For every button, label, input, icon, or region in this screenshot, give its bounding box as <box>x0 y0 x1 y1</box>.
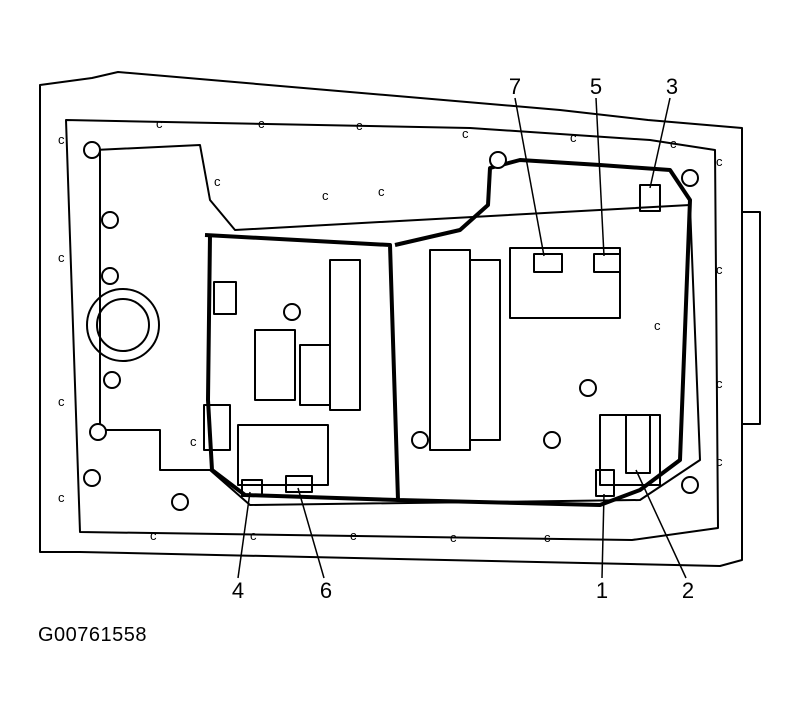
casting-mark: c <box>716 454 723 469</box>
bolt <box>579 379 597 397</box>
casting-mark: c <box>214 174 221 189</box>
wiring-harness-left <box>206 234 399 502</box>
accumulator-bore <box>86 288 160 362</box>
casting-mark: c <box>156 116 163 131</box>
casting-mark: c <box>58 490 65 505</box>
casting-mark: c <box>716 262 723 277</box>
bolt <box>411 431 429 449</box>
casting-mark: c <box>350 528 357 543</box>
valve-bore-e <box>299 344 331 406</box>
solenoid-block-left <box>237 424 329 486</box>
bolt <box>283 303 301 321</box>
callout-7: 7 <box>509 74 521 99</box>
valve-bore-a <box>329 259 361 411</box>
valve-bore-b <box>429 249 471 451</box>
casting-mark: c <box>322 188 329 203</box>
bolt <box>489 151 507 169</box>
casting-mark: c <box>570 130 577 145</box>
leader-line-3 <box>649 97 671 189</box>
casting-mark: c <box>378 184 385 199</box>
casting-mark: c <box>450 530 457 545</box>
bolt <box>89 423 107 441</box>
leader-line-7 <box>514 97 545 257</box>
harness-clip-upper <box>213 281 237 315</box>
casting-mark: c <box>58 132 65 147</box>
casting-mark: c <box>150 528 157 543</box>
callout-3: 3 <box>666 74 678 99</box>
case-inner-flange <box>65 119 719 541</box>
bolt <box>83 469 101 487</box>
leader-line-1 <box>601 493 605 579</box>
connector-4 <box>241 479 263 497</box>
casting-mark: c <box>58 250 65 265</box>
wiring-harness <box>204 158 692 507</box>
casting-mark: c <box>654 318 661 333</box>
accumulator-bore-inner <box>96 298 150 352</box>
casting-mark: c <box>258 116 265 131</box>
callout-4: 4 <box>232 578 244 603</box>
bolt <box>101 267 119 285</box>
figure-id: G00761558 <box>38 624 148 646</box>
bolt <box>103 371 121 389</box>
solenoid-block-mid <box>509 247 621 319</box>
casting-mark: c <box>58 394 65 409</box>
bolt <box>681 169 699 187</box>
casting-mark: c <box>462 126 469 141</box>
casting-mark: c <box>190 434 197 449</box>
callout-6: 6 <box>320 578 332 603</box>
valve-bore-c <box>469 259 501 441</box>
casting-mark: c <box>250 528 257 543</box>
harness-clip <box>203 404 231 451</box>
connector-2 <box>625 414 651 474</box>
casting-mark: c <box>356 118 363 133</box>
casting-mark: c <box>544 530 551 545</box>
casting-mark: c <box>716 376 723 391</box>
callout-5: 5 <box>590 74 602 99</box>
casting-mark: c <box>670 136 677 151</box>
leader-line-6 <box>297 487 325 579</box>
casting-mark: c <box>716 154 723 169</box>
bolt <box>101 211 119 229</box>
leader-line-5 <box>595 97 605 257</box>
case-right-boss <box>741 211 761 425</box>
case-outline <box>39 71 743 567</box>
bolt <box>171 493 189 511</box>
leader-line-4 <box>237 491 251 579</box>
leader-line-2 <box>635 469 687 579</box>
callout-1: 1 <box>596 578 608 603</box>
solenoid-block-right <box>599 414 661 486</box>
connector-1 <box>595 469 615 497</box>
bolt <box>83 141 101 159</box>
bolt <box>681 476 699 494</box>
connector-5 <box>593 253 621 273</box>
connector-7 <box>533 253 563 273</box>
valve-bore-d <box>254 329 296 401</box>
callout-2: 2 <box>682 578 694 603</box>
bolt <box>543 431 561 449</box>
